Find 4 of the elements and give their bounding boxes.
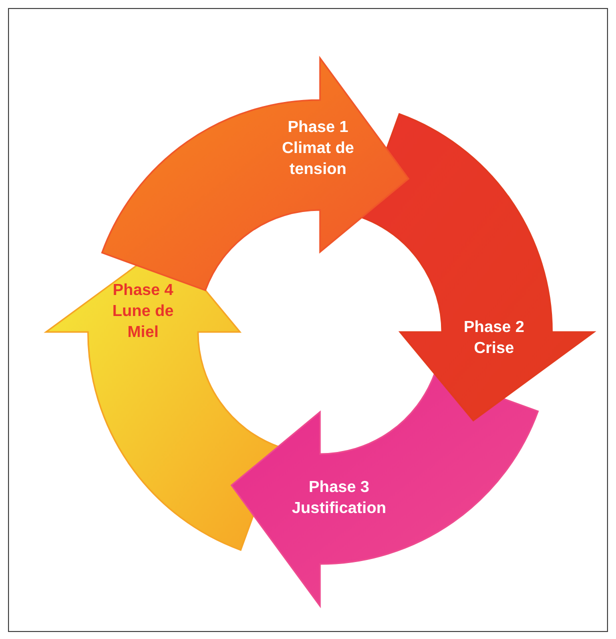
phase-label: Phase 2 Crise — [462, 318, 526, 359]
phase-label: Phase 1 Climat de tension — [280, 118, 355, 180]
phase-label: Phase 4 Lune de Miel — [111, 280, 175, 342]
phase-label: Phase 3 Justification — [290, 478, 388, 519]
